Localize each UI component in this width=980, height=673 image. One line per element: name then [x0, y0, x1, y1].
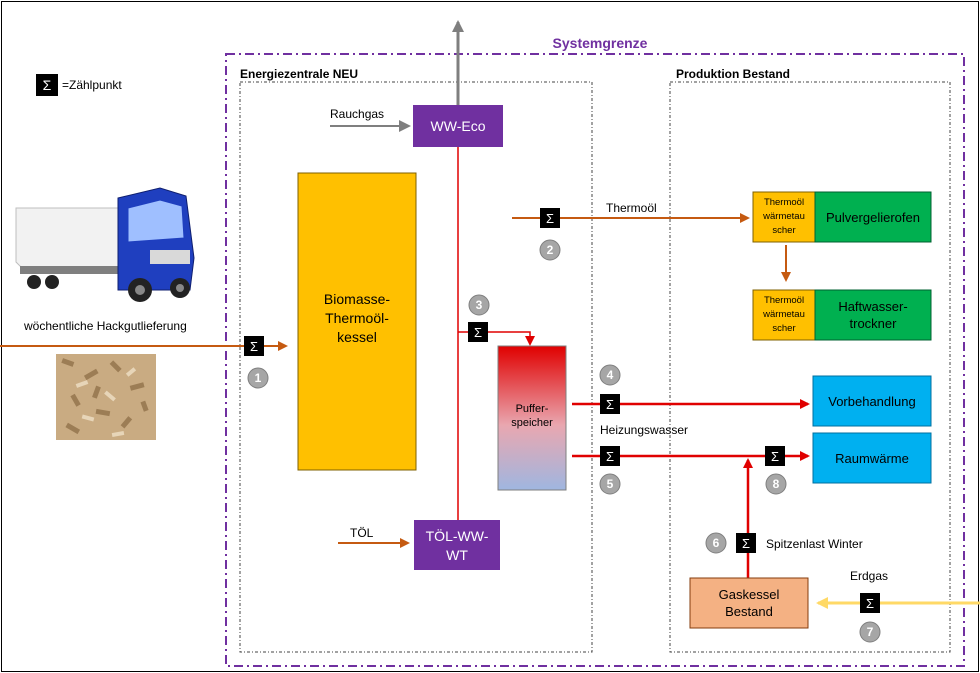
pretreatment-box: [812, 375, 932, 427]
gas-boiler-box: [689, 577, 809, 629]
meter-number-6-badge: [705, 532, 727, 554]
meter-8-sigma-symbol: Σ: [771, 449, 779, 464]
space-heating-label: Raumwärme: [835, 451, 909, 466]
meter-number-1-badge: [247, 367, 269, 389]
meter-number-3-label: 3: [476, 298, 483, 312]
region-energy-central-title: Energiezentrale NEU: [240, 67, 358, 81]
meter-number-8-label: 8: [773, 477, 780, 491]
meter-number-2-label: 2: [547, 243, 554, 257]
toel-label: TÖL: [350, 526, 374, 540]
meter-4-sigma-symbol: Σ: [606, 397, 614, 412]
meter-6-sigma-icon: [736, 533, 756, 553]
gas-boiler-label-line1: Gaskessel: [719, 587, 780, 602]
meter-number-4-label: 4: [607, 368, 614, 382]
region-energy-central: [239, 81, 593, 653]
haftwasser-dryer-label-line2: trockner: [850, 316, 898, 331]
meter-number-7-label: 7: [867, 625, 874, 639]
meter-number-4-badge: [599, 364, 621, 386]
meter-7-sigma-symbol: Σ: [866, 596, 874, 611]
hx2-label-line3: scher: [772, 323, 795, 334]
hx2-label-line1: Thermoöl: [764, 295, 804, 306]
meter-8-sigma-icon: [765, 446, 785, 466]
buffer-tank-label-line1: Puffer-: [516, 403, 549, 415]
meter-3-sigma-symbol: Σ: [474, 325, 482, 340]
meter-6-sigma-symbol: Σ: [742, 536, 750, 551]
hx1-label-line2: wärmetau: [762, 211, 805, 222]
meter-2-sigma-symbol: Σ: [546, 211, 554, 226]
ww-eco-box: [413, 105, 503, 147]
space-heating-box: [812, 432, 932, 484]
buffer-tank-box: [497, 345, 567, 491]
flue-gas-label: Rauchgas: [330, 107, 384, 121]
biomass-boiler-box: [297, 172, 417, 471]
gas-boiler-label-line2: Bestand: [725, 604, 773, 619]
haftwasser-dryer-label-line1: Haftwasser-: [838, 299, 907, 314]
meter-number-7-badge: [859, 621, 881, 643]
heating-water-label: Heizungswasser: [600, 423, 688, 437]
biomass-boiler-label: Biomasse-Thermoöl-kessel: [324, 291, 390, 345]
meter-number-2-badge: [539, 239, 561, 261]
legend-sigma-symbol: Σ: [43, 77, 52, 93]
toel-ww-wt-label-line2: WT: [446, 547, 468, 563]
natural-gas-label: Erdgas: [850, 569, 888, 583]
meter-number-5-label: 5: [607, 477, 614, 491]
delivery-label: wöchentliche Hackgutlieferung: [23, 319, 187, 333]
meter-1-sigma-symbol: Σ: [250, 339, 258, 354]
wood-chips-image: [56, 354, 156, 440]
meter-number-6-label: 6: [713, 536, 720, 550]
pulver-oven-box: [814, 191, 932, 243]
hx1-label-line3: scher: [772, 225, 795, 236]
ww-eco-label: WW-Eco: [431, 118, 486, 134]
legend-text: =Zählpunkt: [62, 78, 122, 92]
meter-5-sigma-icon: [600, 446, 620, 466]
pulver-oven-label: Pulvergelierofen: [826, 210, 920, 225]
hx2-label-line2: wärmetau: [762, 309, 805, 320]
meter-3-sigma-icon: [468, 322, 488, 342]
peak-load-label: Spitzenlast Winter: [766, 537, 863, 551]
meter-7-sigma-icon: [860, 593, 880, 613]
system-boundary-title: Systemgrenze: [553, 35, 648, 51]
hx1-label-line1: Thermoöl: [764, 197, 804, 208]
toel-ww-wt-label-line1: TÖL-WW-: [426, 527, 489, 544]
meter-2-sigma-icon: [540, 208, 560, 228]
meter-number-5-badge: [599, 473, 621, 495]
haftwasser-dryer-box: [814, 289, 932, 341]
buffer-tank-label-line2: speicher: [511, 417, 553, 429]
meter-number-3-badge: [468, 294, 490, 316]
toel-ww-wt-box: [414, 520, 500, 570]
system-boundary: [225, 53, 965, 667]
meter-number-8-badge: [765, 473, 787, 495]
region-production-title: Produktion Bestand: [676, 67, 790, 81]
thermal-oil-hx1-box: [752, 191, 816, 243]
meter-4-sigma-icon: [600, 394, 620, 414]
thermal-oil-label: Thermoöl: [606, 201, 657, 215]
meter-1-sigma-icon: [244, 336, 264, 356]
region-production: [669, 81, 951, 653]
meter-5-sigma-symbol: Σ: [606, 449, 614, 464]
truck-icon: [15, 187, 195, 302]
meter-number-1-label: 1: [255, 371, 262, 385]
legend-sigma-icon: [36, 74, 58, 96]
pretreatment-label: Vorbehandlung: [828, 394, 915, 409]
thermal-oil-hx2-box: [752, 289, 816, 341]
